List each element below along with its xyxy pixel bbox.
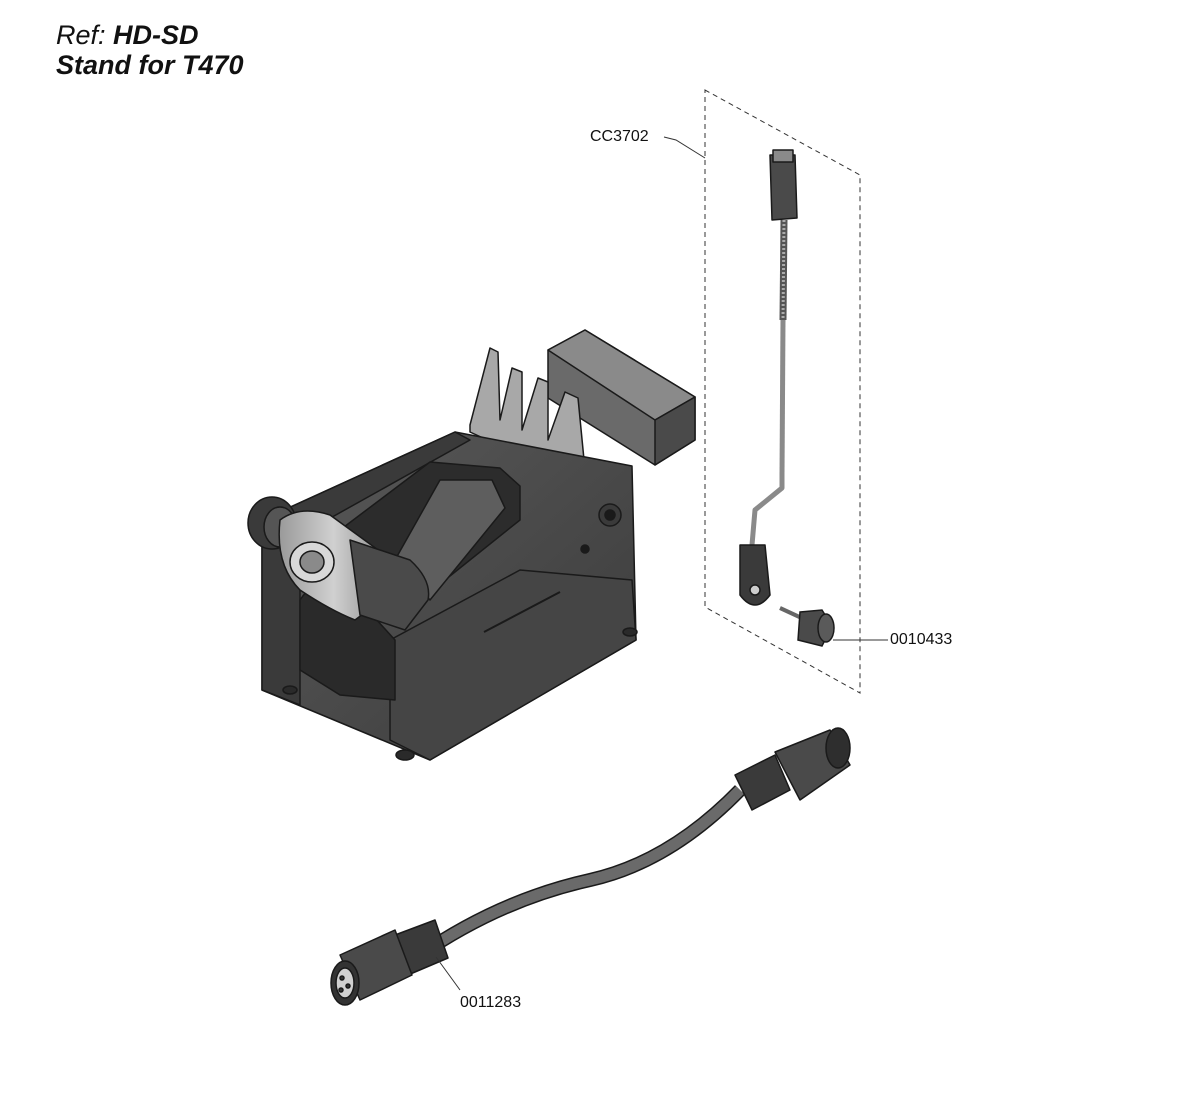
callout-0010433: 0010433 — [890, 631, 953, 648]
part-0011283-drawing — [330, 727, 851, 1006]
part-cc3702-drawing — [739, 149, 798, 606]
stand-body — [247, 329, 696, 761]
ref-code: HD-SD — [113, 20, 199, 50]
page-subtitle: Stand for T470 — [56, 50, 244, 80]
leader-cc3702 — [663, 136, 706, 159]
title-block: Ref: HD-SD Stand for T470 — [56, 20, 244, 80]
part-0010433-drawing — [779, 606, 835, 647]
leader-0011283 — [435, 956, 461, 991]
ref-line: Ref: HD-SD — [56, 20, 244, 50]
callout-cc3702: CC3702 — [590, 128, 649, 145]
callout-0011283: 0011283 — [460, 994, 522, 1011]
ref-prefix: Ref: — [56, 20, 106, 50]
kit-boundary — [704, 89, 861, 694]
